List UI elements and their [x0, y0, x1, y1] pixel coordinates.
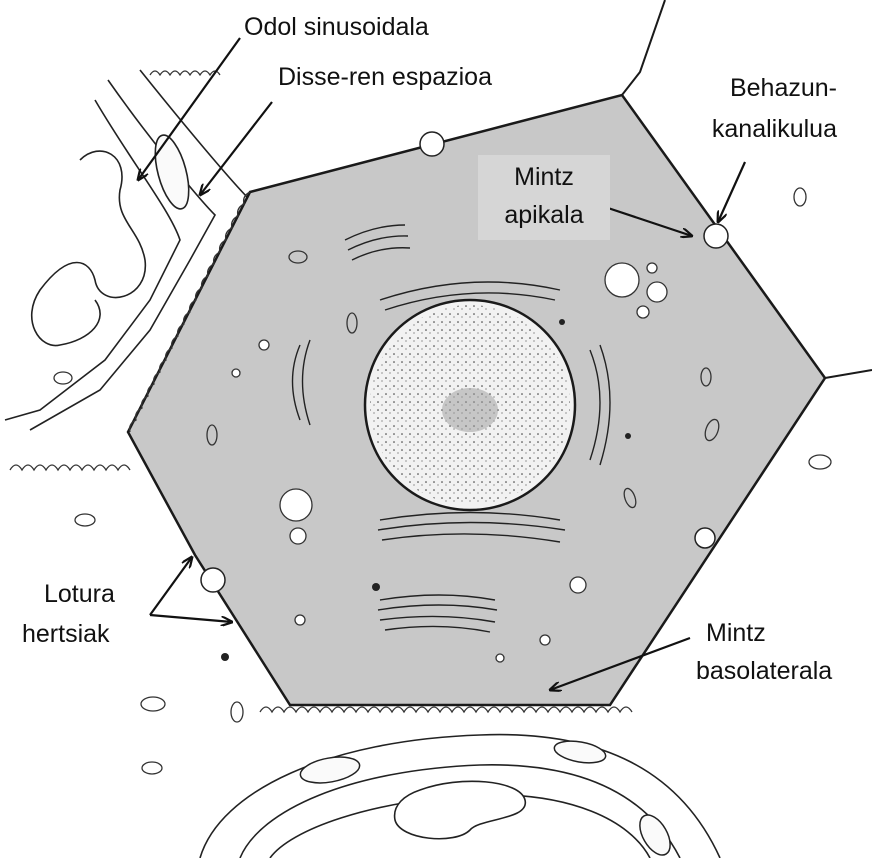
arrow-lotura-2 — [150, 615, 232, 622]
label-lotura-line2: hertsiak — [22, 619, 110, 649]
microvilli-bottom — [260, 707, 632, 712]
arrow-lotura-1 — [150, 557, 192, 615]
label-mintz-apikala-line1: Mintz — [478, 162, 610, 192]
arrow-behazun — [718, 162, 745, 222]
endothelial-nucleus-bottom-left — [298, 753, 361, 787]
arrow-odol — [138, 38, 240, 180]
red-blood-cell — [32, 151, 146, 346]
nucleolus — [442, 388, 498, 432]
label-basolateral-line1: Mintz — [706, 618, 766, 648]
sinusoid-bottom — [200, 735, 720, 858]
endothelial-nucleus — [149, 132, 196, 213]
label-behazun-line2: kanalikulua — [712, 114, 837, 144]
label-odol-sinusoidala: Odol sinusoidala — [244, 12, 429, 42]
endothelial-nucleus-corner — [634, 810, 677, 858]
bile-canaliculus-right — [704, 224, 728, 248]
bile-canaliculus-top — [420, 132, 444, 156]
label-lotura-line1: Lotura — [44, 579, 115, 609]
cell-border-top-right — [622, 0, 665, 95]
microvilli-left — [10, 465, 130, 470]
bile-canaliculus-lower-right — [695, 528, 715, 548]
label-disse-espazioa: Disse-ren espazioa — [278, 62, 492, 92]
red-blood-cell-bottom — [395, 781, 526, 838]
bile-canaliculus-left — [201, 568, 225, 592]
label-basolateral-line2: basolaterala — [696, 656, 832, 686]
endothelial-nucleus-bottom-right — [553, 738, 608, 767]
cell-border-right — [825, 370, 872, 378]
label-behazun-line1: Behazun- — [730, 73, 837, 103]
label-mintz-apikala-line2: apikala — [478, 200, 610, 230]
arrow-disse — [200, 102, 272, 195]
